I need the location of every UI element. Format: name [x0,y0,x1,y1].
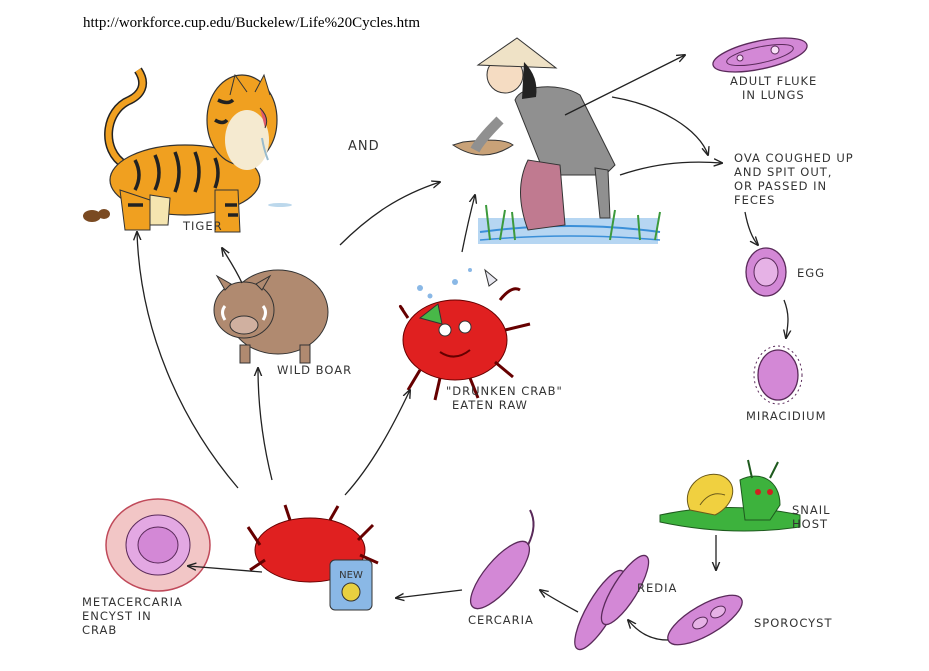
drunken-crab-label-line2: EATEN RAW [452,398,528,412]
tiger-label: TIGER [182,219,223,233]
sporocyst-label: SPOROCYST [754,616,833,630]
metacercaria-label-line2: ENCYST IN [82,609,152,623]
egg-label: EGG [797,266,825,280]
adult-fluke-illustration [710,31,810,78]
snail-label-line1: SNAIL [792,503,831,517]
source-url: http://workforce.cup.edu/Buckelew/Life%2… [83,15,420,31]
arrow-farmer-to-ova [612,97,708,155]
cercaria-label: CERCARIA [468,613,534,627]
crab-with-can-illustration: NEW [248,505,378,610]
arrow-farmer-feces-to-ova [620,162,722,175]
miracidium-label: MIRACIDIUM [746,409,827,423]
arrow-boar-to-farmer [340,182,440,245]
metacercaria-label-line1: METACERCARIA [82,595,183,609]
arrow-crab-to-tiger [137,232,238,488]
tiger-illustration [83,70,292,232]
snail-label-line2: HOST [792,517,828,531]
miracidium-illustration [754,346,802,404]
redia-label: REDIA [637,581,677,595]
can-label: NEW [339,570,363,581]
arrow-crab-to-drunken-crab [345,390,410,495]
arrow-cercaria-to-crab [396,590,462,598]
metacercaria-label-line3: CRAB [82,623,117,637]
arrow-redia-to-cercaria [540,590,578,612]
wild-boar-illustration [214,270,328,363]
arrow-ova-to-egg [745,212,758,245]
adult-fluke-label-line2: IN LUNGS [742,88,805,102]
arrow-farmer-to-adult-fluke [565,55,685,115]
wild-boar-label: WILD BOAR [277,363,352,377]
adult-fluke-label-line1: ADULT FLUKE [730,74,817,88]
sporocyst-illustration [661,586,749,654]
ova-label-line4: FECES [734,193,775,207]
arrow-boar-to-tiger [222,248,242,283]
ova-label-line3: OR PASSED IN [734,179,827,193]
arrow-sporocyst-to-redia [628,620,668,640]
cercaria-illustration [462,510,539,617]
redia-illustration [566,550,656,656]
ova-label-line1: OVA COUGHED UP [734,151,854,165]
snail-illustration [660,460,800,531]
arrow-drunken-crab-to-farmer [462,195,475,252]
drunken-crab-illustration [400,268,530,400]
egg-illustration [746,248,786,296]
arrow-egg-to-miracidium [784,300,788,338]
and-connector: AND [348,139,380,154]
ova-label-line2: AND SPIT OUT, [734,165,832,179]
metacercaria-illustration [106,499,210,591]
farmer-illustration [453,38,660,244]
arrow-crab-to-wild-boar [258,368,272,480]
drunken-crab-label-line1: "DRUNKEN CRAB" [446,384,563,398]
